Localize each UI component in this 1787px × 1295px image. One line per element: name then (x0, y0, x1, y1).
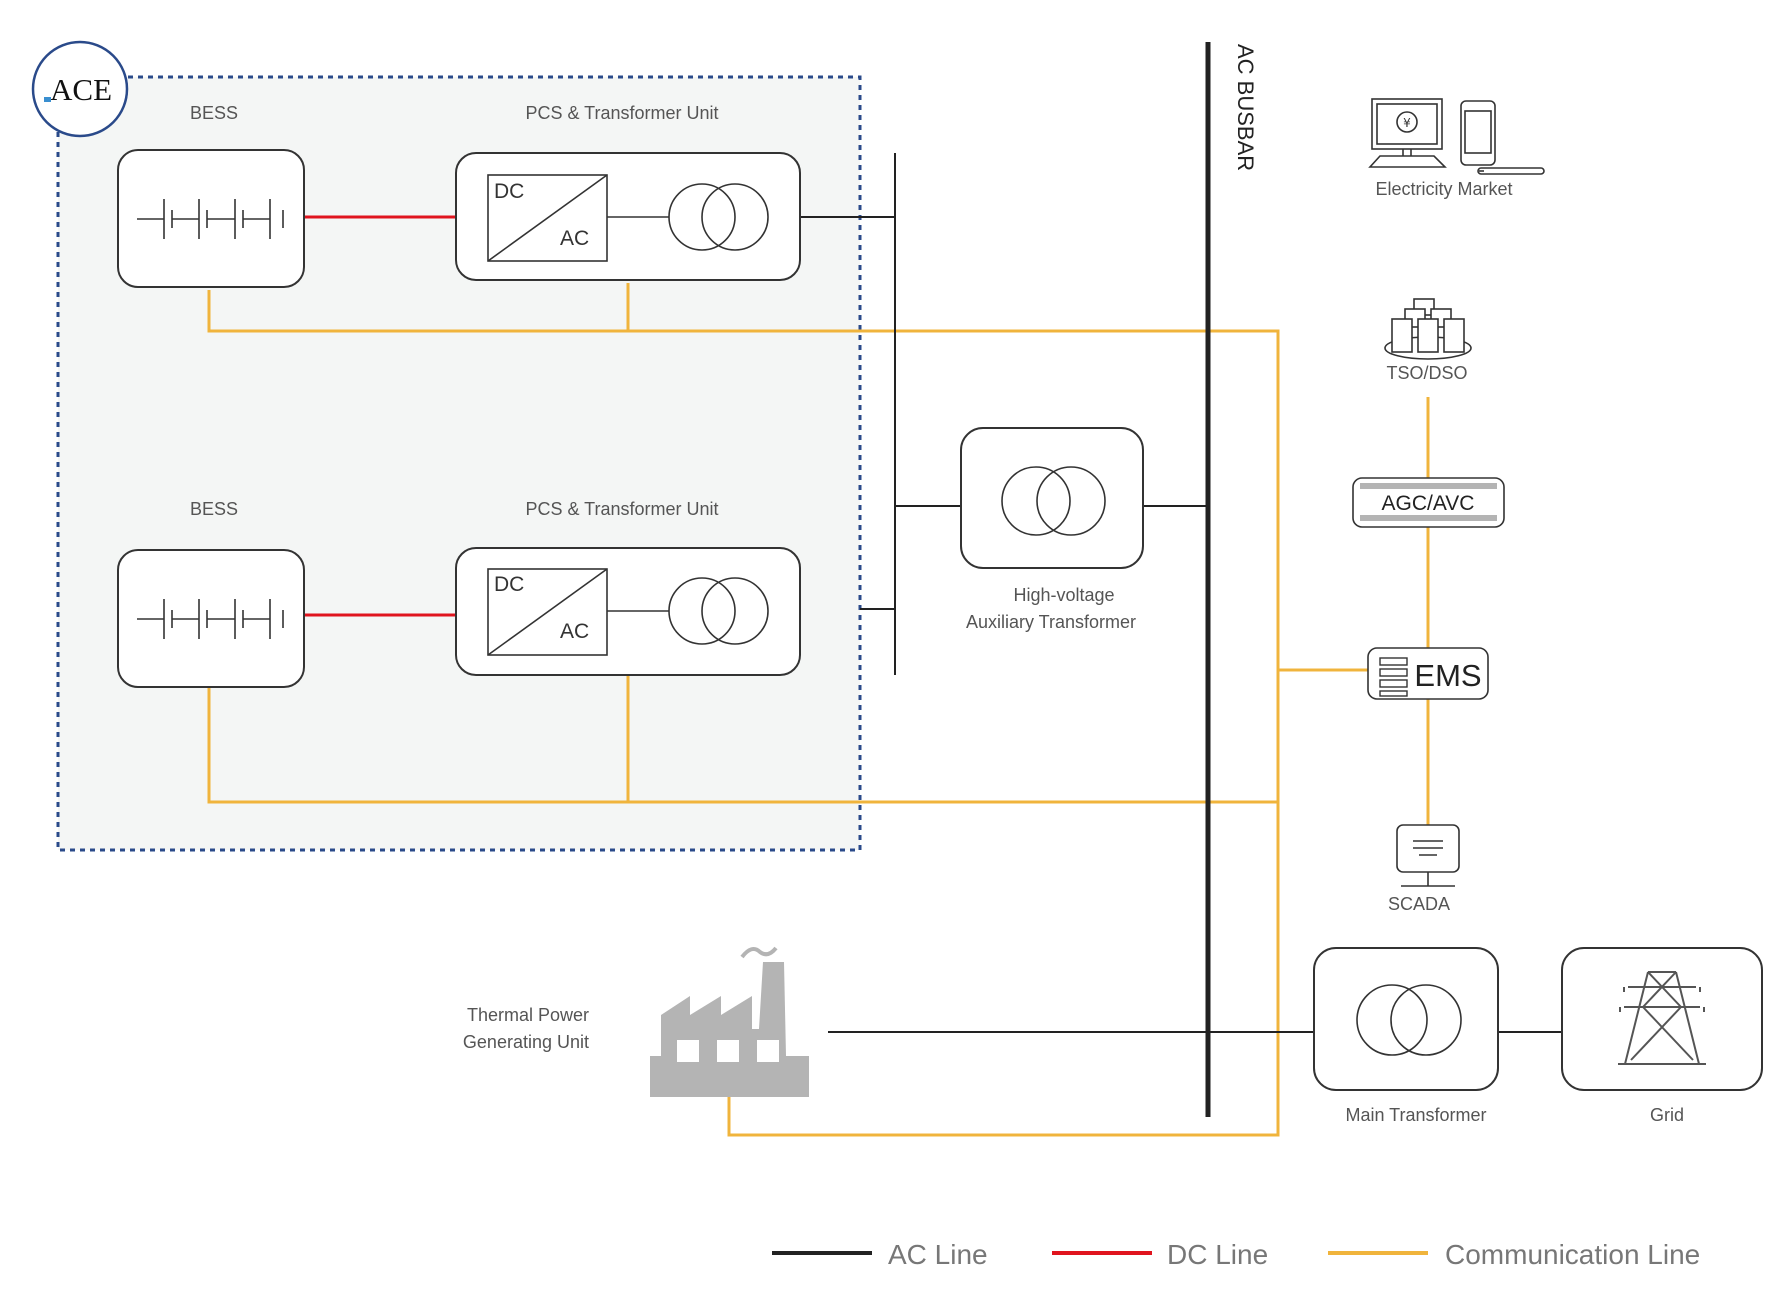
transmission-tower-icon (1618, 971, 1706, 1065)
thermal-label-line1: Thermal Power (467, 1005, 589, 1025)
hv-aux-label-line1: High-voltage (1013, 585, 1114, 605)
transformer-icon (1001, 466, 1106, 536)
logo-text: ACE (50, 72, 112, 107)
ems-server-icon (1379, 657, 1408, 697)
legend-label-ac: AC Line (888, 1239, 988, 1270)
busbar-label: AC BUSBAR (1233, 44, 1258, 171)
bess-1 (117, 149, 305, 288)
legend: AC Line DC Line Communication Line (772, 1239, 1700, 1270)
ems: EMS (1367, 647, 1489, 700)
pcs-1-label: PCS & Transformer Unit (525, 103, 718, 123)
svg-text:¥: ¥ (1403, 116, 1411, 130)
agc-avc: AGC/AVC (1352, 477, 1505, 528)
scada: SCADA (1388, 824, 1460, 914)
ac-lines (800, 153, 1562, 1033)
scada-monitor-icon (1396, 824, 1460, 887)
phone-icon (1460, 100, 1545, 175)
tso-dso: TSO/DSO (1384, 298, 1472, 383)
svg-text:DC: DC (494, 573, 524, 596)
electricity-market-label: Electricity Market (1375, 179, 1512, 199)
transformer-icon (668, 577, 769, 645)
agc-avc-label: AGC/AVC (1382, 492, 1475, 515)
legend-label-dc: DC Line (1167, 1239, 1268, 1270)
thermal-label-line2: Generating Unit (463, 1032, 589, 1052)
ems-label: EMS (1414, 658, 1481, 693)
pcs-transformer-unit-1: DC AC (455, 152, 801, 281)
dc-ac-converter-icon: DC AC (487, 174, 608, 262)
server-cluster-icon (1384, 298, 1472, 360)
transformer-icon (668, 183, 769, 251)
svg-text:DC: DC (494, 180, 524, 203)
factory-icon (650, 946, 809, 1097)
tso-dso-label: TSO/DSO (1386, 363, 1467, 383)
pcs-transformer-unit-2: DC AC (455, 547, 801, 676)
legend-label-comm: Communication Line (1445, 1239, 1700, 1270)
battery-icon (137, 199, 284, 239)
grid-label: Grid (1650, 1105, 1684, 1125)
electricity-market: ¥ Electricity Market (1368, 98, 1545, 199)
svg-text:AC: AC (560, 227, 589, 250)
bess-2 (117, 549, 305, 688)
bess-1-label: BESS (190, 103, 238, 123)
svg-text:AC: AC (560, 620, 589, 643)
ace-logo: ACE (31, 40, 129, 138)
dc-ac-converter-icon: DC AC (487, 568, 608, 656)
bess-2-label: BESS (190, 499, 238, 519)
main-transformer: Main Transformer (1313, 947, 1499, 1125)
pcs-2-label: PCS & Transformer Unit (525, 499, 718, 519)
hv-auxiliary-transformer: High-voltage Auxiliary Transformer (960, 427, 1144, 632)
battery-icon (137, 599, 284, 639)
computer-icon (1368, 98, 1447, 168)
grid: Grid (1561, 947, 1763, 1125)
communication-lines (207, 283, 1430, 1137)
dc-lines (304, 215, 456, 617)
scada-label: SCADA (1388, 894, 1450, 914)
transformer-icon (1356, 984, 1462, 1056)
main-transformer-label: Main Transformer (1345, 1105, 1486, 1125)
hv-aux-label-line2: Auxiliary Transformer (966, 612, 1136, 632)
